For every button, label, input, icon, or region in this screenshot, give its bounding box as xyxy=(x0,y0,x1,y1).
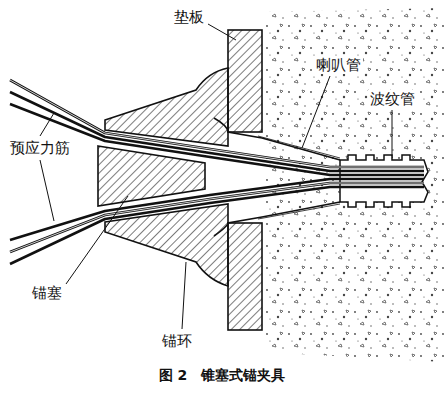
trumpet-label: 喇叭管 xyxy=(314,56,363,74)
plug-label: 锚塞 xyxy=(30,284,64,302)
prestress-tendons xyxy=(10,80,424,264)
tendon-label: 预应力筋 xyxy=(8,139,72,157)
leader-lines xyxy=(40,24,392,329)
corrugated-duct xyxy=(340,155,428,207)
duct-label: 波纹管 xyxy=(368,90,417,108)
ring-label: 锚环 xyxy=(160,332,194,350)
figure-caption: 图 2 锥塞式锚夹具 xyxy=(159,366,286,384)
bearing-plate xyxy=(228,30,262,330)
plate-label: 垫板 xyxy=(172,8,206,26)
trumpet-pipe xyxy=(214,118,340,236)
